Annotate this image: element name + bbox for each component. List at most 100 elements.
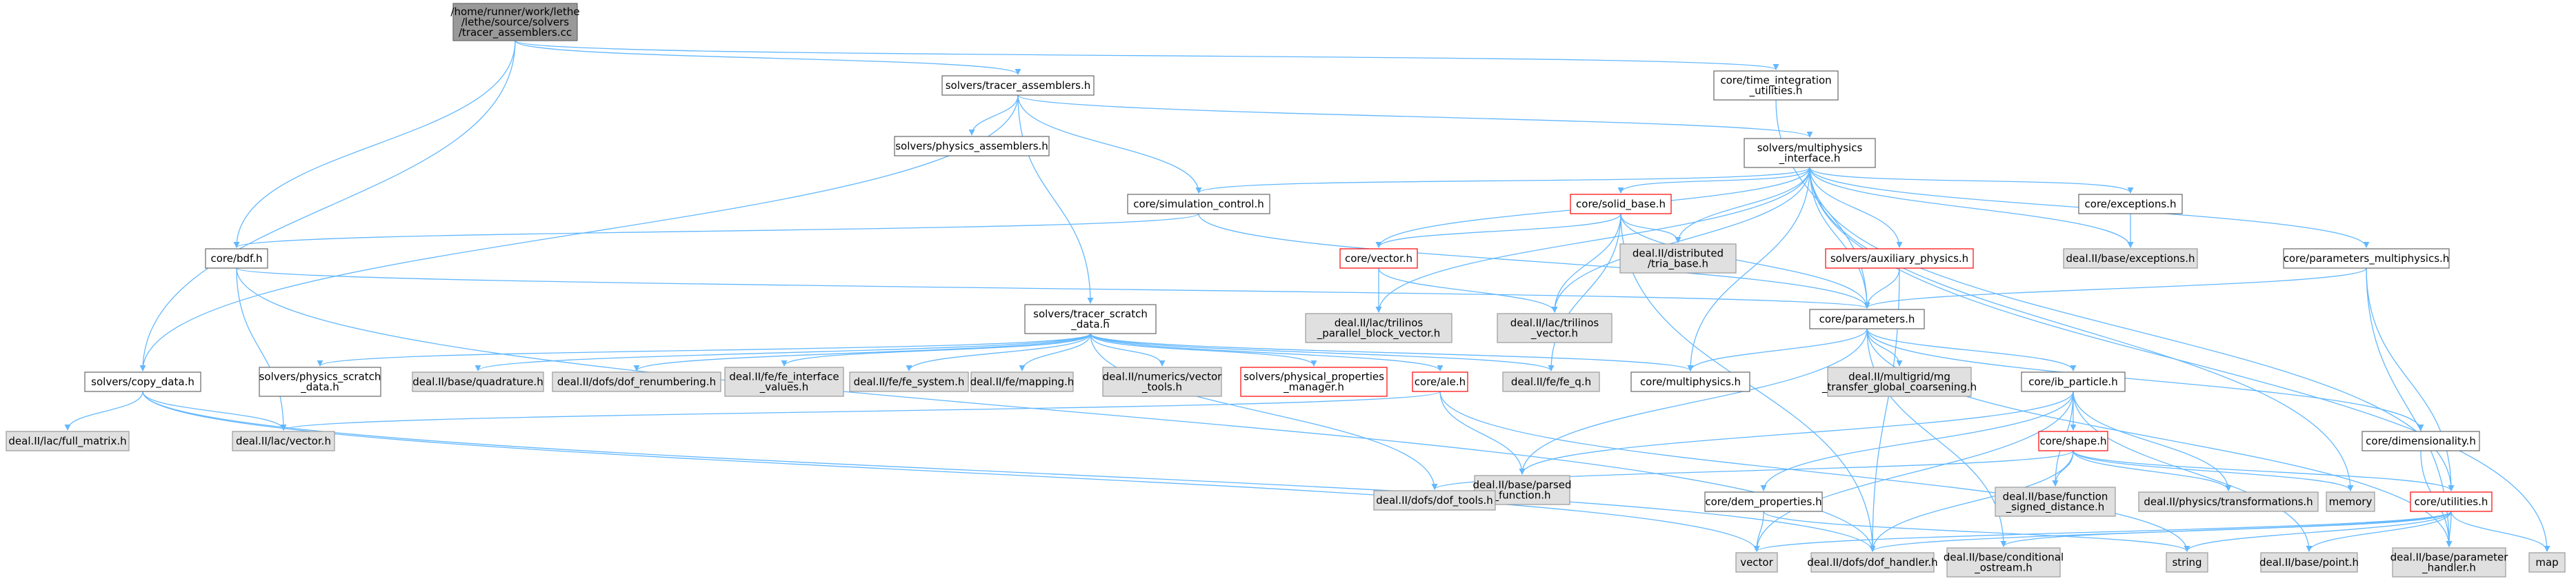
node-box xyxy=(1240,367,1388,397)
node-box xyxy=(552,371,721,392)
node-label: deal.II/distributed xyxy=(1633,247,1724,260)
node-physics-scratch[interactable]: solvers/physics_scratch_data.h xyxy=(259,367,381,397)
node-physics-transformations: deal.II/physics/transformations.h xyxy=(2138,491,2319,512)
node-box xyxy=(1946,547,2061,578)
node-label: deal.II/dofs/dof_renumbering.h xyxy=(557,376,716,389)
node-fe-interface: deal.II/fe/fe_interface_values.h xyxy=(724,367,844,397)
node-utilities[interactable]: core/utilities.h xyxy=(2410,491,2493,512)
edge-multiphysics_interface-to-memory xyxy=(1809,167,2354,491)
node-tracer-assemblers[interactable]: solvers/tracer_assemblers.h xyxy=(941,75,1095,96)
edge-multiphysics_interface-to-trilinos_vector xyxy=(1551,167,1810,313)
node-label: core/ib_particle.h xyxy=(2028,376,2118,389)
node-bdf[interactable]: core/bdf.h xyxy=(205,248,268,269)
edge-ale-to-lac_vector xyxy=(280,391,1441,431)
node-box xyxy=(452,3,578,41)
edge-root-to-bdf xyxy=(233,40,516,248)
edge-tracer_scratch-to-fe_interface xyxy=(781,333,1091,367)
node-label: _vector.h xyxy=(1530,327,1578,340)
node-conditional-ostream: deal.II/base/conditional_ostream.h xyxy=(1944,547,2064,578)
node-label: _manager.h xyxy=(1283,381,1344,394)
edge-parameters-to-multiphysics xyxy=(1687,328,1868,371)
node-box xyxy=(1809,309,1925,329)
node-label: _data.h xyxy=(1070,318,1110,332)
node-label: core/exceptions.h xyxy=(2085,198,2177,210)
edge-utilities-to-string xyxy=(2184,511,2452,552)
edge-vector_core-to-trilinos_vector xyxy=(1378,267,1558,313)
edge-multiphysics_interface-to-base_exceptions xyxy=(1809,167,2134,248)
node-label: solvers/physical_properties xyxy=(1244,371,1384,384)
edge-copy_data-to-vector_std xyxy=(142,391,1760,552)
edge-bdf-to-lac_vector xyxy=(236,267,287,431)
node-shape[interactable]: core/shape.h xyxy=(2038,431,2108,451)
edge-solid_base-to-trilinos_vector xyxy=(1551,213,1621,313)
node-label: deal.II/lac/full_matrix.h xyxy=(8,435,126,448)
node-vector-std: vector xyxy=(1735,552,1778,573)
node-label: core/solid_base.h xyxy=(1576,198,1666,211)
node-fe-q: deal.II/fe/fe_q.h xyxy=(1502,371,1600,392)
node-box xyxy=(1704,491,1823,512)
edge-multiphysics_interface-to-trilinos_block xyxy=(1375,167,1810,313)
node-ale[interactable]: core/ale.h xyxy=(1412,371,1468,392)
edge-dem_properties-to-vector_std xyxy=(1753,511,1764,552)
node-root[interactable]: /home/runner/work/lethe/lethe/source/sol… xyxy=(450,3,580,41)
node-tracer-scratch[interactable]: solvers/tracer_scratch_data.h xyxy=(1024,304,1157,334)
node-label: /tracer_assemblers.cc xyxy=(459,26,572,39)
node-box xyxy=(941,75,1095,96)
edge-utilities-to-vector_std xyxy=(1753,511,2452,552)
node-box xyxy=(1497,313,1613,343)
node-box xyxy=(2038,431,2108,451)
node-box xyxy=(1024,304,1157,334)
node-trilinos-vector: deal.II/lac/trilinos_vector.h xyxy=(1497,313,1613,343)
node-vector-core[interactable]: core/vector.h xyxy=(1339,248,1418,269)
edge-tracer_scratch-to-fe_q xyxy=(1090,333,1555,371)
node-box xyxy=(1810,552,1935,573)
node-label: deal.II/lac/vector.h xyxy=(236,435,331,447)
edge-simulation_control-to-parameters xyxy=(1198,213,1870,309)
node-label: _parallel_block_vector.h xyxy=(1317,327,1441,340)
node-parameters[interactable]: core/parameters.h xyxy=(1809,309,1925,329)
node-box xyxy=(1735,552,1778,573)
edge-ib_particle-to-parsed_function xyxy=(1519,391,2074,475)
node-box xyxy=(1995,487,2116,517)
edge-tracer_assemblers-to-tracer_scratch xyxy=(1017,94,1094,304)
node-label: _tools.h xyxy=(1141,381,1182,394)
edge-tracer_assemblers-to-multiphysics_interface xyxy=(1017,94,1813,138)
edge-solid_base-to-parameters xyxy=(1620,213,1870,309)
edge-tracer_scratch-to-multiphysics xyxy=(1090,333,1694,371)
node-copy-data[interactable]: solvers/copy_data.h xyxy=(84,371,201,392)
node-label: deal.II/fe/mapping.h xyxy=(970,376,1075,388)
node-label: deal.II/dofs/dof_tools.h xyxy=(1376,494,1493,507)
node-dimensionality[interactable]: core/dimensionality.h xyxy=(2362,431,2480,451)
node-label: _function.h xyxy=(1492,489,1550,502)
node-solid-base[interactable]: core/solid_base.h xyxy=(1570,194,1672,214)
node-box xyxy=(2138,491,2319,512)
edge-tracer_scratch-to-vector_tools xyxy=(1090,333,1166,367)
node-auxiliary-physics[interactable]: solvers/auxiliary_physics.h xyxy=(1825,248,1974,269)
node-dof-renumbering: deal.II/dofs/dof_renumbering.h xyxy=(552,371,721,392)
node-label: _interface.h xyxy=(1779,152,1841,165)
edge-parameters_multiphysics-to-parameters xyxy=(1864,267,2367,309)
node-physical-properties[interactable]: solvers/physical_properties_manager.h xyxy=(1240,367,1388,397)
node-simulation-control[interactable]: core/simulation_control.h xyxy=(1127,194,1270,214)
node-lac-vector: deal.II/lac/vector.h xyxy=(232,431,335,451)
node-time-integration[interactable]: core/time_integration_utilities.h xyxy=(1713,70,1839,101)
node-exceptions[interactable]: core/exceptions.h xyxy=(2078,194,2183,214)
node-box xyxy=(2021,371,2126,392)
node-physics-assemblers[interactable]: solvers/physics_assemblers.h xyxy=(894,136,1050,156)
node-trilinos-block: deal.II/lac/trilinos_parallel_block_vect… xyxy=(1305,313,1452,343)
node-label: deal.II/numerics/vector xyxy=(1103,371,1222,383)
node-label: core/utilities.h xyxy=(2415,496,2488,508)
node-parameters-multiphysics[interactable]: core/parameters_multiphysics.h xyxy=(2283,248,2450,269)
node-ib-particle[interactable]: core/ib_particle.h xyxy=(2021,371,2126,392)
node-box xyxy=(970,371,1074,392)
node-multiphysics-interface[interactable]: solvers/multiphysics_interface.h xyxy=(1744,138,1876,168)
node-box xyxy=(1713,70,1839,101)
node-label: deal.II/base/exceptions.h xyxy=(2066,252,2195,265)
node-dem-properties[interactable]: core/dem_properties.h xyxy=(1704,491,1823,512)
edge-solid_base-to-distributed_tria xyxy=(1620,213,1681,243)
node-box xyxy=(1825,248,1974,269)
node-label: core/dem_properties.h xyxy=(1705,496,1821,509)
edge-tracer_scratch-to-dof_tools xyxy=(1090,333,1438,490)
node-multiphysics[interactable]: core/multiphysics.h xyxy=(1630,371,1750,392)
node-label: /home/runner/work/lethe xyxy=(450,6,579,18)
